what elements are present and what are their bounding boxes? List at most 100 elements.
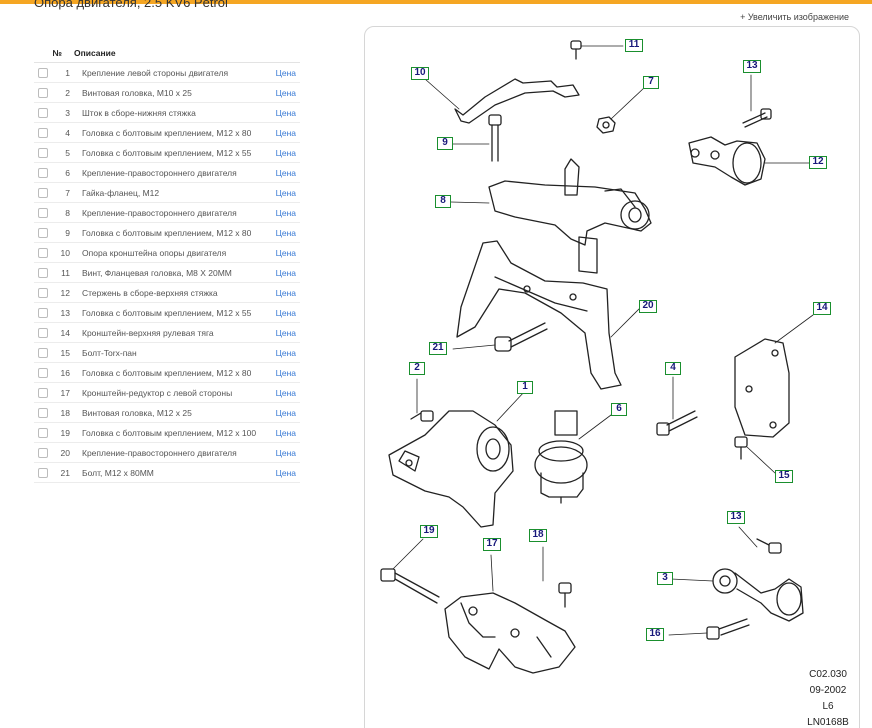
part-15-bolt [734,436,776,474]
row-description: Шток в сборе-нижняя стяжка [82,107,196,118]
callout-9[interactable]: 9 [437,137,453,150]
row-price-link[interactable]: Цена [275,327,296,338]
callout-3[interactable]: 3 [657,572,673,585]
row-number: 9 [65,227,70,238]
row-price-link[interactable]: Цена [275,87,296,98]
row-description: Крепление-правостороннего двигателя [82,167,237,178]
row-checkbox[interactable] [38,127,48,138]
row-checkbox[interactable] [38,227,48,238]
row-number: 14 [60,327,70,338]
row-number: 13 [60,307,70,318]
row-checkbox[interactable] [38,67,48,78]
row-price-link[interactable]: Цена [275,427,296,438]
row-number: 16 [60,367,70,378]
part-20-lower-bracket [456,240,642,390]
row-checkbox[interactable] [38,167,48,178]
callout-18[interactable]: 18 [529,529,547,542]
parts-table-row: 18 Винтовая головка, M12 x 25 Цена [34,403,300,423]
callout-12[interactable]: 12 [809,156,827,169]
part-21-bolt [452,322,548,352]
row-number: 7 [65,187,70,198]
row-number: 1 [65,67,70,78]
row-price-link[interactable]: Цена [275,187,296,198]
parts-illustration [380,40,814,674]
enlarge-image-link[interactable]: + Увеличить изображение [740,12,849,22]
callout-1[interactable]: 1 [517,381,533,394]
row-checkbox[interactable] [38,247,48,258]
callout-8[interactable]: 8 [435,195,451,208]
row-number: 17 [60,387,70,398]
row-number: 20 [60,447,70,458]
row-description: Кронштейн-верхняя рулевая тяга [82,327,214,338]
callout-7[interactable]: 7 [643,76,659,89]
part-8-mount-bracket [450,158,652,274]
row-price-link[interactable]: Цена [275,367,296,378]
page-title: Опора двигателя, 2.5 KV6 Petrol [34,0,228,10]
row-price-link[interactable]: Цена [275,227,296,238]
part-7-nut [596,86,646,134]
row-checkbox[interactable] [38,347,48,358]
row-price-link[interactable]: Цена [275,127,296,138]
callout-4[interactable]: 4 [665,362,681,375]
callout-15[interactable]: 15 [775,470,793,483]
row-checkbox[interactable] [38,267,48,278]
row-checkbox[interactable] [38,87,48,98]
row-price-link[interactable]: Цена [275,207,296,218]
row-number: 8 [65,207,70,218]
callout-14[interactable]: 14 [813,302,831,315]
top-accent-bar [0,0,872,4]
row-number: 18 [60,407,70,418]
row-checkbox[interactable] [38,187,48,198]
row-checkbox[interactable] [38,107,48,118]
row-price-link[interactable]: Цена [275,347,296,358]
callout-21[interactable]: 21 [429,342,447,355]
part-13-bolt-top [742,74,772,128]
row-description: Винтовая головка, M12 x 25 [82,407,192,418]
row-price-link[interactable]: Цена [275,447,296,458]
row-price-link[interactable]: Цена [275,247,296,258]
callout-20[interactable]: 20 [639,300,657,313]
part-3-lower-tie-rod [670,568,804,622]
row-checkbox[interactable] [38,447,48,458]
row-price-link[interactable]: Цена [275,387,296,398]
callout-10[interactable]: 10 [411,67,429,80]
row-checkbox[interactable] [38,367,48,378]
callout-13-top[interactable]: 13 [743,60,761,73]
row-checkbox[interactable] [38,467,48,478]
row-checkbox[interactable] [38,287,48,298]
row-checkbox[interactable] [38,147,48,158]
row-price-link[interactable]: Цена [275,167,296,178]
row-checkbox[interactable] [38,387,48,398]
row-price-link[interactable]: Цена [275,267,296,278]
row-checkbox[interactable] [38,207,48,218]
row-checkbox[interactable] [38,307,48,318]
callout-13-lower[interactable]: 13 [727,511,745,524]
row-number: 2 [65,87,70,98]
row-number: 12 [60,287,70,298]
callout-19[interactable]: 19 [420,525,438,538]
row-number: 6 [65,167,70,178]
row-price-link[interactable]: Цена [275,307,296,318]
row-description: Крепление-правостороннего двигателя [82,447,237,458]
row-price-link[interactable]: Цена [275,467,296,478]
callout-11[interactable]: 11 [625,39,643,52]
row-checkbox[interactable] [38,327,48,338]
callout-2[interactable]: 2 [409,362,425,375]
callout-6[interactable]: 6 [611,403,627,416]
callout-17[interactable]: 17 [483,538,501,551]
row-checkbox[interactable] [38,427,48,438]
row-price-link[interactable]: Цена [275,67,296,78]
row-price-link[interactable]: Цена [275,287,296,298]
callout-16[interactable]: 16 [646,628,664,641]
row-price-link[interactable]: Цена [275,147,296,158]
part-9-bolt [452,114,502,162]
row-checkbox[interactable] [38,407,48,418]
row-price-link[interactable]: Цена [275,107,296,118]
row-price-link[interactable]: Цена [275,407,296,418]
